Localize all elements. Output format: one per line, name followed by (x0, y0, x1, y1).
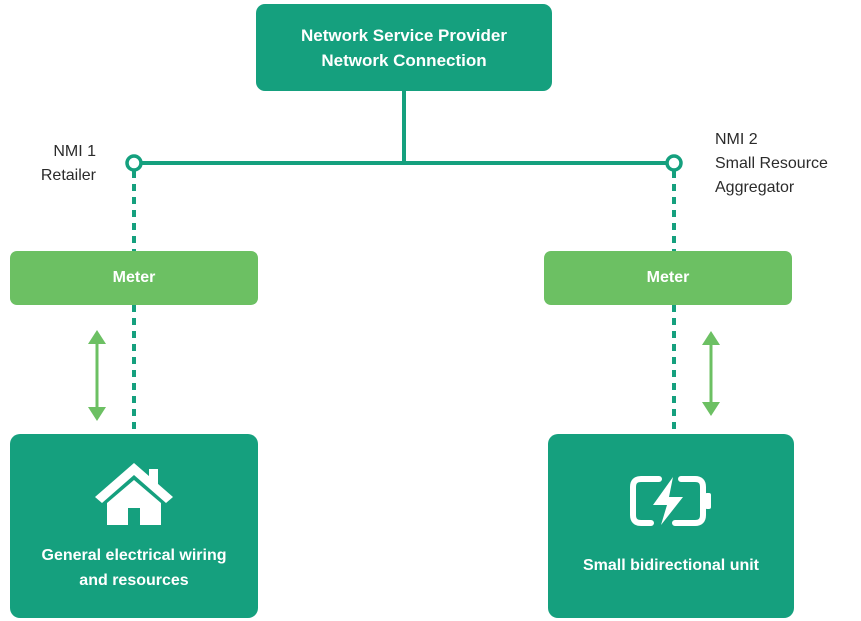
nmi-2-role-line2: Aggregator (715, 179, 795, 196)
bidirectional-unit-label: Small bidirectional unit (582, 556, 760, 574)
meter-2-label: Meter (646, 269, 690, 286)
nmi-2-id: NMI 2 (715, 131, 758, 148)
bidirectional-arrow-right-icon (702, 331, 720, 416)
nmi-1-label: NMI 1 Retailer (40, 140, 96, 188)
battery-charging-icon (630, 475, 711, 526)
meter-1-box: Meter (10, 251, 258, 305)
bidirectional-unit-box: Small bidirectional unit (548, 434, 794, 618)
bidirectional-arrow-left-icon (88, 330, 106, 421)
general-wiring-line2: and resources (79, 572, 189, 589)
nmi-2-role-line1: Small Resource (715, 155, 828, 172)
house-icon (95, 463, 173, 525)
nmi-1-id: NMI 1 (53, 143, 96, 160)
general-wiring-box: General electrical wiring and resources (10, 434, 258, 618)
general-wiring-line1: General electrical wiring (41, 547, 227, 564)
nmi-1-connection-point (125, 154, 143, 172)
nmi-2-label: NMI 2 Small Resource Aggregator (715, 128, 861, 200)
nmi-2-connection-point (665, 154, 683, 172)
nmi-1-role: Retailer (40, 167, 96, 184)
network-connection-box: Network Service Provider Network Connect… (256, 4, 552, 91)
network-title-line2: Network Connection (321, 50, 487, 70)
network-title-line1: Network Service Provider (301, 25, 507, 45)
meter-2-box: Meter (544, 251, 792, 305)
meter-1-label: Meter (112, 269, 156, 286)
